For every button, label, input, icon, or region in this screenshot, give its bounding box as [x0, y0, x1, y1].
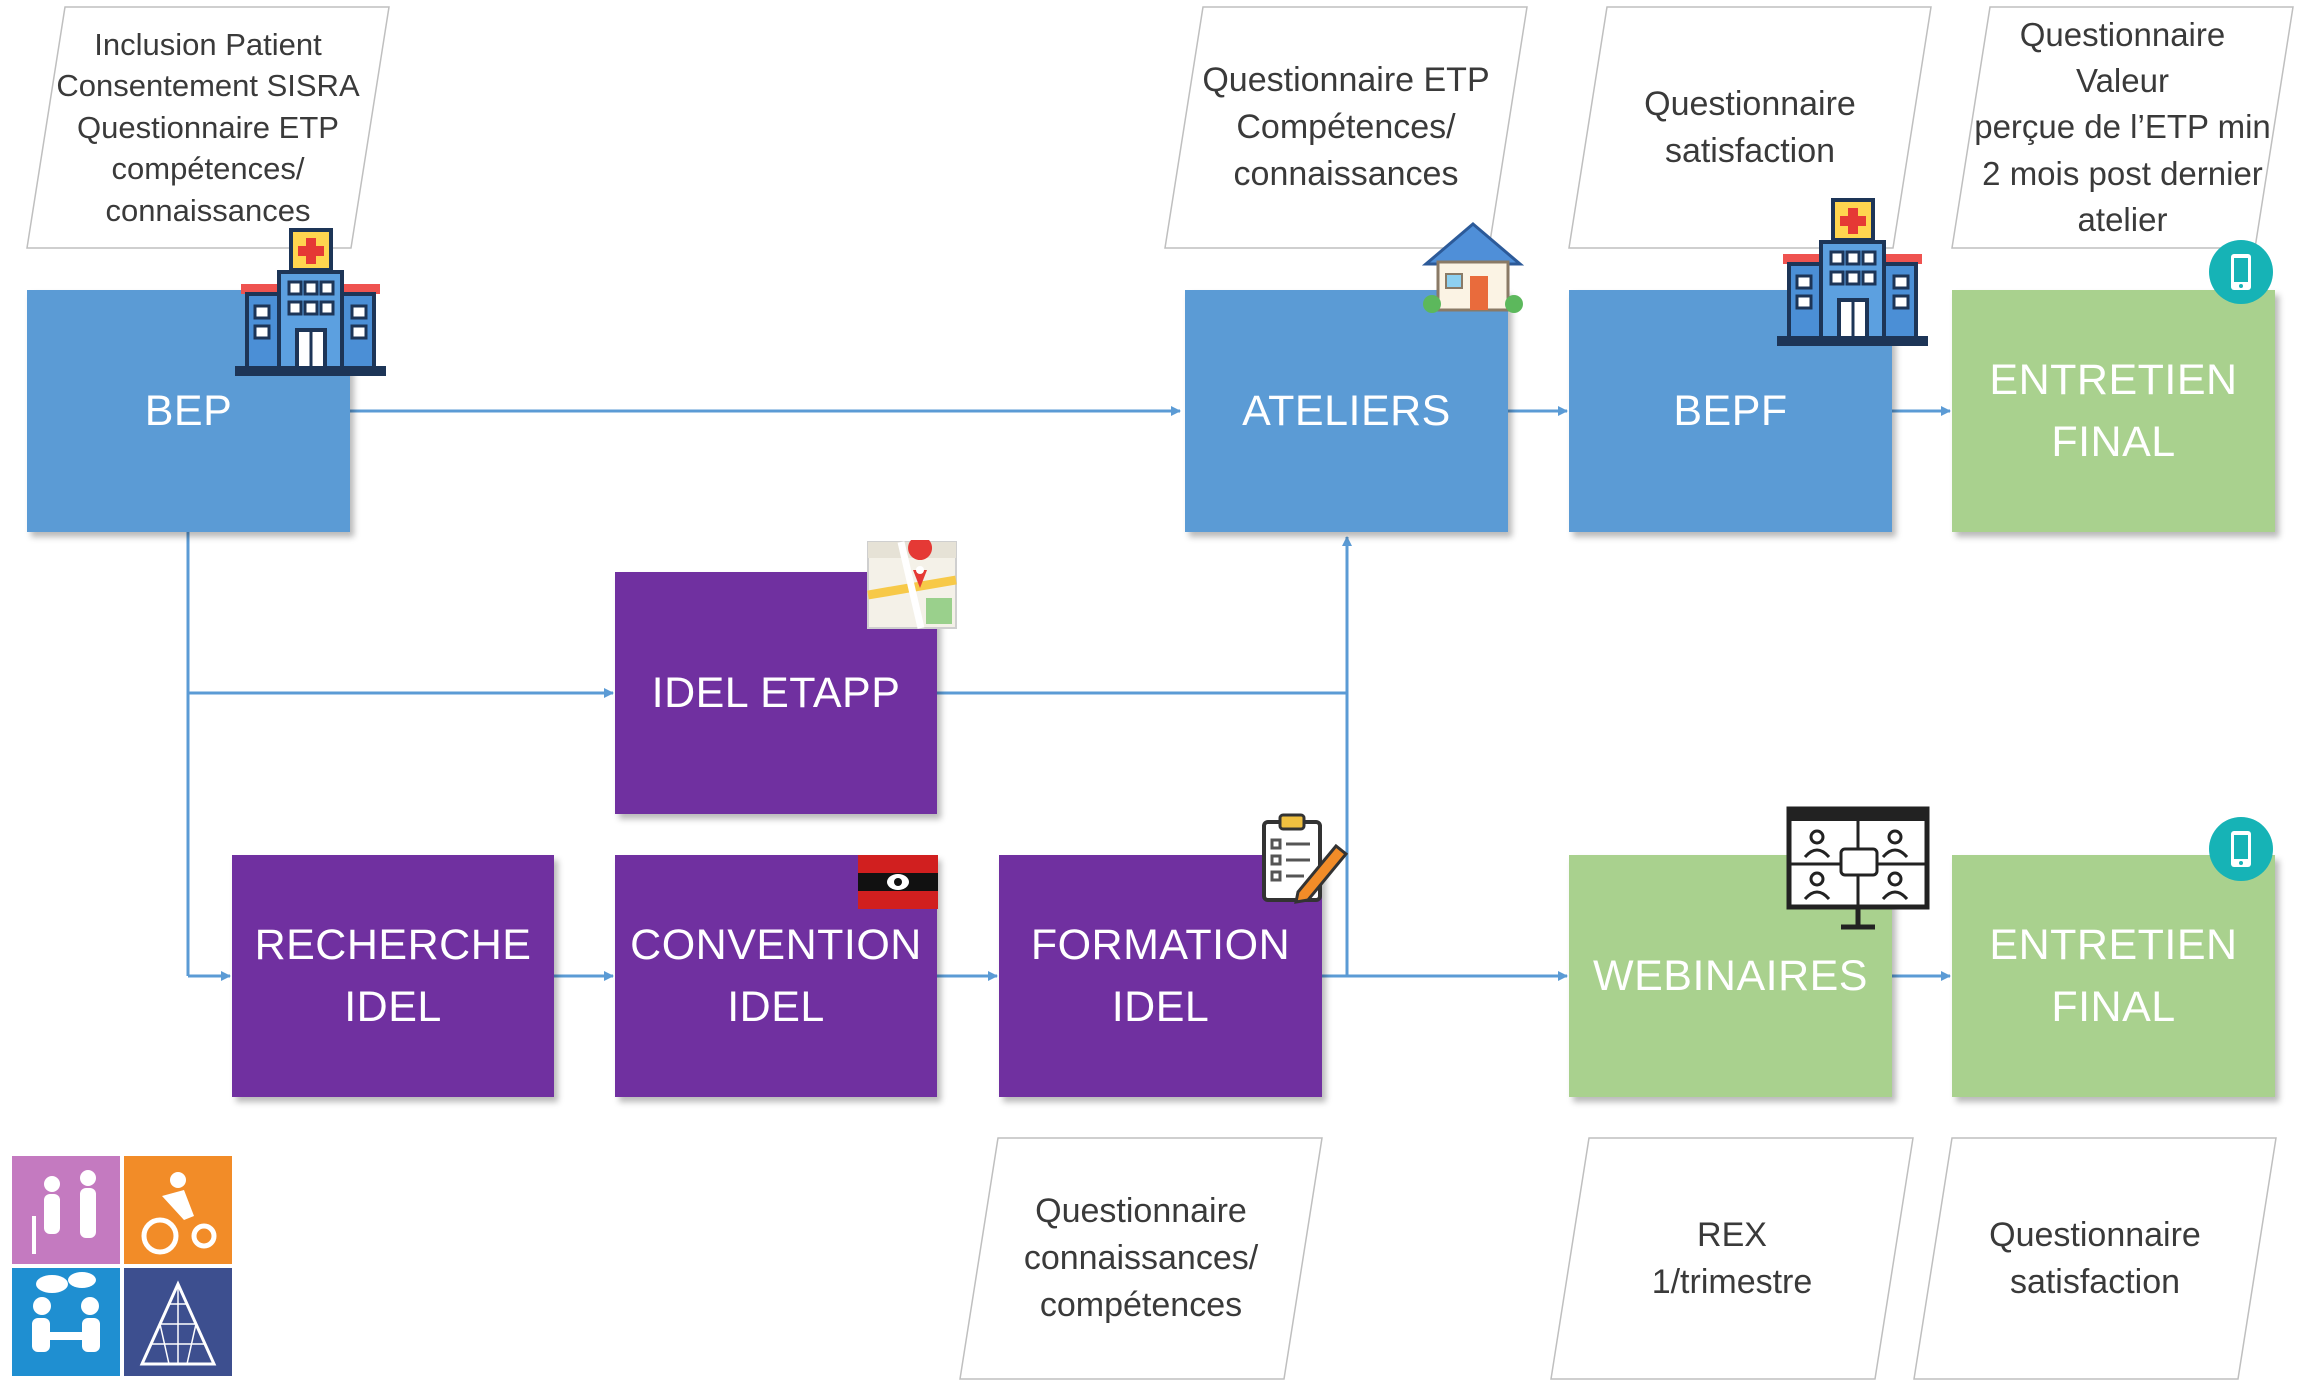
logo-tiles: [12, 1156, 232, 1376]
note-formation-questionnaire: Questionnaire connaissances/ compétences: [958, 1136, 1324, 1381]
note-line: Compétences/: [1236, 108, 1456, 147]
box-label: ENTRETIEN: [1989, 355, 2238, 404]
note-line: Questionnaire ETP: [77, 109, 339, 145]
note-inclusion: Inclusion Patient Consentement SISRA Que…: [25, 5, 391, 250]
note-line: satisfaction: [2009, 1262, 2181, 1301]
note-bepf-satisfaction: Questionnaire satisfaction: [1567, 5, 1933, 250]
box-label: WEBINAIRES: [1593, 951, 1868, 1000]
note-line: Questionnaire: [2019, 16, 2226, 54]
note-line: compétences/: [111, 151, 305, 187]
box-label: IDEL: [727, 983, 825, 1031]
box-label: FINAL: [2051, 418, 2176, 466]
box-label: IDEL ETAPP: [651, 668, 901, 717]
smartphone-icon: [2209, 817, 2273, 881]
note-webinaires-rex: REX 1/trimestre: [1549, 1136, 1915, 1381]
note-line: connaissances/: [1023, 1239, 1259, 1278]
hospital-icon: [1777, 198, 1928, 346]
note-line: connaissances: [105, 192, 311, 228]
note-line: Questionnaire: [1035, 1192, 1247, 1231]
flag-icon: [858, 855, 938, 909]
box-label: FORMATION: [1030, 920, 1291, 969]
note-line: connaissances: [1233, 154, 1459, 193]
box-label: BEP: [144, 386, 233, 435]
box-recherche-idel: RECHERCHE IDEL: [232, 855, 554, 1097]
house-icon: [1422, 222, 1524, 313]
note-line: 2 mois post dernier: [1982, 154, 2263, 192]
note-line: Questionnaire: [1644, 84, 1856, 123]
box-label: CONVENTION: [630, 920, 922, 969]
box-ateliers: ATELIERS: [1185, 290, 1508, 532]
box-label: ENTRETIEN: [1989, 920, 2238, 969]
smartphone-icon: [2209, 240, 2273, 304]
box-entretien-final-top: ENTRETIEN FINAL: [1952, 290, 2275, 532]
box-entretien-final-bottom: ENTRETIEN FINAL: [1952, 855, 2275, 1097]
clipboard-icon: [1262, 813, 1348, 904]
note-entretien-valeur: Questionnaire Valeur perçue de l’ETP min…: [1950, 5, 2295, 250]
note-entretien-satisfaction: Questionnaire satisfaction: [1912, 1136, 2278, 1381]
note-line: atelier: [2077, 200, 2168, 238]
note-line: Consentement SISRA: [56, 68, 360, 104]
note-line: 1/trimestre: [1651, 1262, 1813, 1301]
note-line: Questionnaire: [1989, 1215, 2201, 1254]
note-line: Valeur: [2076, 62, 2169, 100]
note-line: perçue de l’ETP min: [1974, 108, 2271, 146]
box-label: RECHERCHE: [254, 920, 532, 969]
note-ateliers-questionnaire: Questionnaire ETP Compétences/ connaissa…: [1163, 5, 1529, 250]
box-label: IDEL: [344, 983, 442, 1031]
box-label: FINAL: [2051, 983, 2176, 1031]
note-line: Inclusion Patient: [94, 26, 322, 62]
box-label: ATELIERS: [1242, 386, 1451, 435]
video-conference-icon: [1786, 806, 1930, 930]
note-line: REX: [1697, 1215, 1767, 1254]
note-line: satisfaction: [1664, 131, 1836, 170]
map-icon: [867, 540, 957, 629]
box-label: IDEL: [1111, 983, 1210, 1031]
note-line: Questionnaire ETP: [1202, 61, 1490, 100]
box-label: BEPF: [1673, 386, 1788, 435]
note-line: compétences: [1039, 1285, 1243, 1324]
hospital-icon: [235, 228, 386, 376]
